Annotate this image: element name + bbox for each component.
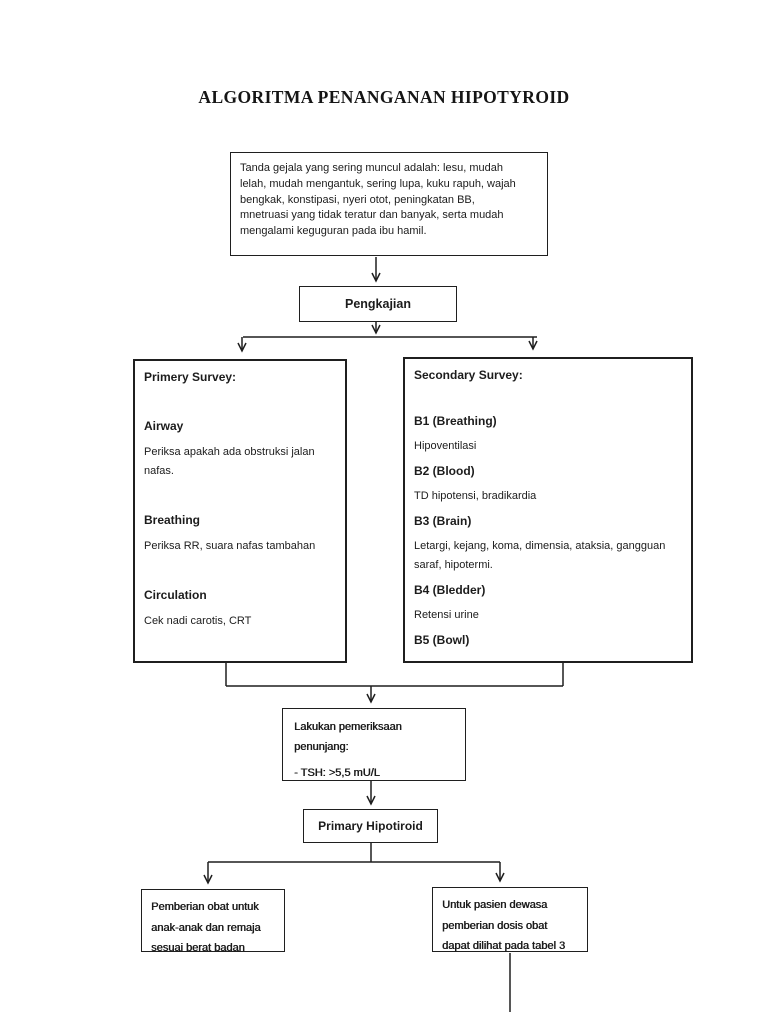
secondary-survey-heading-b4: B4 (Bledder) bbox=[414, 583, 486, 597]
primary-hipotiroid-label: Primary Hipotiroid bbox=[318, 819, 423, 833]
primary-survey-box: Primery Survey: Airway Periksa apakah ad… bbox=[133, 359, 347, 663]
secondary-survey-heading-b5: B5 (Bowl) bbox=[414, 633, 470, 647]
primary-survey-body-airway: Periksa apakah ada obstruksi jalan nafas… bbox=[144, 446, 315, 477]
child-dose-box: Pemberian obat untuk anak-anak dan remaj… bbox=[141, 889, 285, 954]
primary-survey-body-breathing: Periksa RR, suara nafas tambahan bbox=[144, 540, 316, 552]
secondary-survey-body-b3: Letargi, kejang, koma, dimensia, ataksia… bbox=[414, 540, 666, 571]
secondary-survey-body-b4: Retensi urine bbox=[414, 609, 479, 621]
pengkajian-label: Pengkajian bbox=[345, 297, 411, 311]
primary-hipotiroid-box: Primary Hipotiroid bbox=[303, 809, 438, 843]
secondary-survey-body-b1: Hipoventilasi bbox=[414, 440, 477, 452]
primary-survey-title: Primery Survey: bbox=[144, 370, 237, 384]
secondary-survey-heading-b3: B3 (Brain) bbox=[414, 514, 472, 528]
penunjang-intro: Lakukan pemeriksaan penunjang: bbox=[294, 721, 402, 753]
adult-dose-box: Untuk pasien dewasa pemberian dosis obat… bbox=[432, 887, 588, 952]
secondary-survey-box: Secondary Survey: B1 (Breathing) Hipoven… bbox=[403, 357, 693, 663]
page-title: ALGORITMA PENANGANAN HIPOTYROID bbox=[198, 87, 570, 107]
primary-survey-heading-circulation: Circulation bbox=[144, 588, 207, 602]
primary-survey-body-circulation: Cek nadi carotis, CRT bbox=[144, 615, 252, 627]
pengkajian-box: Pengkajian bbox=[299, 286, 457, 322]
secondary-survey-body-b2: TD hipotensi, bradikardia bbox=[414, 490, 537, 502]
symptoms-box: Tanda gejala yang sering muncul adalah: … bbox=[230, 152, 548, 256]
secondary-survey-heading-b2: B2 (Blood) bbox=[414, 464, 475, 478]
secondary-survey-heading-b1: B1 (Breathing) bbox=[414, 414, 497, 428]
penunjang-tsh-value: - TSH: >5,5 mU/L bbox=[294, 767, 380, 779]
secondary-survey-title: Secondary Survey: bbox=[414, 368, 523, 382]
primary-survey-heading-airway: Airway bbox=[144, 419, 184, 433]
penunjang-box: Lakukan pemeriksaan penunjang: - TSH: >5… bbox=[282, 708, 466, 781]
primary-survey-heading-breathing: Breathing bbox=[144, 513, 201, 527]
